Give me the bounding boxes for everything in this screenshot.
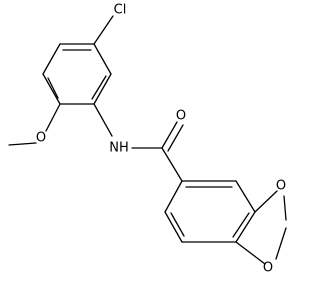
carbonyl-oxygen-label: O	[176, 109, 186, 124]
bond-methyl	[8, 142, 37, 146]
bond	[235, 180, 256, 213]
bond	[42, 43, 61, 75]
bond	[93, 43, 112, 75]
bond	[93, 73, 112, 105]
bond-ring-to-dioxole-o-top	[254, 190, 278, 213]
dioxole-oxygen-top-label: O	[276, 179, 286, 194]
benzodioxole-ring	[164, 180, 256, 243]
methoxy-oxygen-label: O	[36, 131, 46, 146]
bond	[164, 211, 183, 243]
bond-ch2-to-dioxole-o-bottom	[275, 227, 287, 260]
bond-to-methoxy-oxygen	[45, 103, 61, 132]
carbonyl-double-bond	[167, 124, 184, 152]
bond-ring-to-dioxole-o-bottom	[235, 241, 266, 265]
bond-to-chlorine	[93, 15, 114, 45]
double-bond-inner	[91, 75, 107, 100]
bond	[42, 73, 61, 105]
chemical-structure-diagram: Cl O NH O O O	[8, 3, 287, 276]
double-bond-inner	[47, 77, 59, 99]
bond-carbonyl-to-ring	[161, 147, 183, 182]
amide-nh-label: NH	[109, 141, 129, 156]
double-bond-inner	[232, 212, 250, 238]
dioxole-oxygen-bottom-label: O	[263, 261, 273, 276]
double-bond-inner	[170, 212, 185, 237]
chloromethoxyphenyl-ring	[42, 43, 112, 105]
bond-ring-to-nh	[93, 103, 113, 137]
bond	[164, 180, 183, 213]
bond-dioxole-o-top-to-ch2	[283, 195, 287, 221]
bond	[235, 211, 256, 243]
carbonyl-double-bond	[161, 121, 178, 149]
chlorine-label: Cl	[114, 3, 127, 18]
